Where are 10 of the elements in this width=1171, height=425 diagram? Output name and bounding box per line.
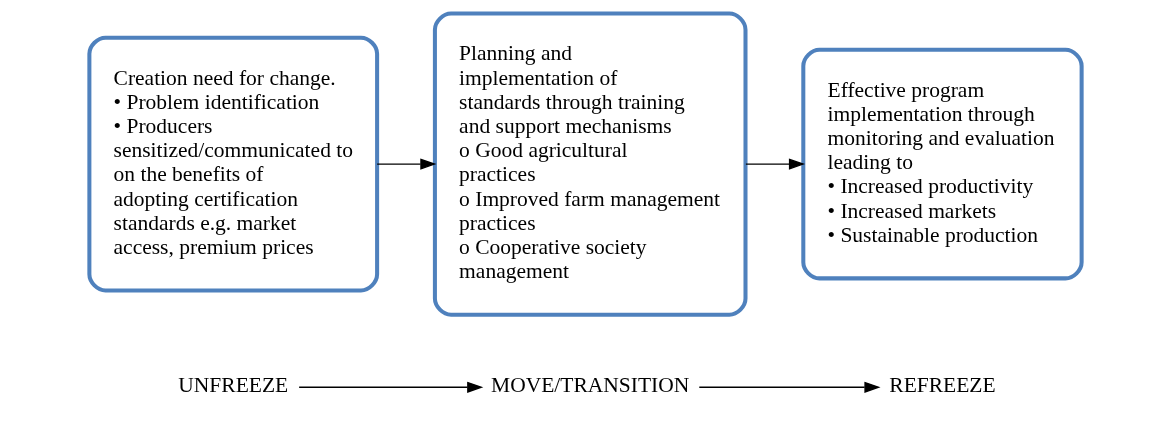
node-text: REFREEZE — [889, 373, 996, 398]
arrow — [376, 158, 437, 170]
node-box: Effective program implementation through monitoring and evaluation leading to • Increased productivity • Increased markets • Sustainable production — [801, 47, 1084, 281]
node-box: Planning and implementation of standards through training and support mechanisms o Good agricultural practices o Improved farm management practices o Cooperative society management — [432, 11, 748, 317]
node-text: MOVE/TRANSITION — [491, 373, 690, 398]
arrow — [745, 158, 806, 170]
arrow — [698, 381, 881, 393]
node-text: UNFREEZE — [178, 373, 289, 398]
node-box: Creation need for change. • Problem identification • Producers sensitized/communicated to on the benefits of adopting certification standards e.g. market access, premium prices — [87, 35, 380, 293]
arrow — [298, 381, 484, 393]
